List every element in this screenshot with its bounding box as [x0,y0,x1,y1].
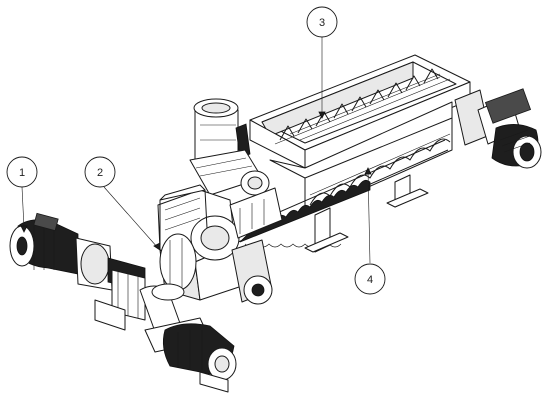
right-drive-motor [454,88,542,169]
callout-leaders [20,37,372,264]
callout-1: 1 [6,156,38,188]
screw-paddles [274,68,441,145]
callout-2: 2 [84,156,116,188]
left-motor [9,212,146,331]
callout-1-label: 1 [19,167,25,179]
rotary-valve-assembly [157,184,283,305]
callout-4-label: 4 [367,274,373,286]
callout-2-label: 2 [97,167,103,179]
bottom-motor [162,323,237,393]
callout-3-label: 3 [319,17,325,29]
callout-4: 4 [354,263,386,295]
top-motor [189,98,270,196]
hopper-trough [249,54,471,216]
callout-3: 3 [306,6,338,38]
support-legs [304,174,429,253]
